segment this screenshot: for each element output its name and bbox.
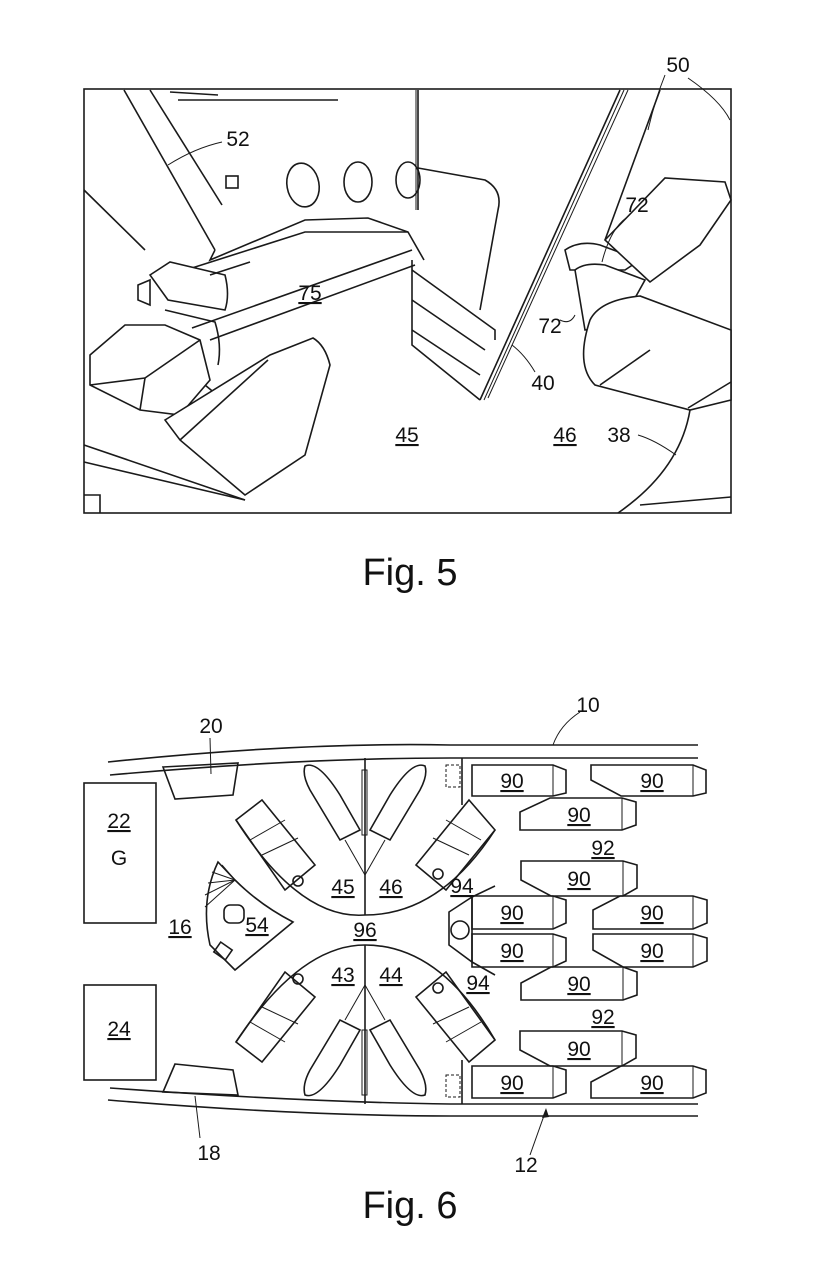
seat-90: 90 — [471, 764, 567, 797]
fig5-left-wall — [83, 89, 338, 513]
label-92: 92 — [591, 837, 614, 860]
fig6-fuselage — [107, 743, 698, 1117]
fig5-switch — [225, 175, 239, 189]
label-92: 92 — [591, 1006, 614, 1029]
label-72: 72 — [538, 315, 561, 338]
seat-90: 90 — [519, 797, 637, 831]
figure-6: 90 90 90 92 90 90 — [83, 694, 708, 1227]
galley-22 — [83, 782, 157, 924]
label-galley-g: G — [111, 847, 127, 870]
label-45: 45 — [331, 876, 354, 899]
label-72: 72 — [625, 194, 648, 217]
fig5-partition — [411, 89, 629, 401]
stair-54 — [204, 860, 295, 972]
seat-90: 90 — [519, 1030, 637, 1067]
fig5-left-seat — [89, 261, 331, 496]
label-50: 50 — [666, 54, 689, 77]
fig5-leader-lines — [167, 74, 731, 456]
fig5-bed-75 — [191, 217, 425, 341]
label-18: 18 — [197, 1142, 220, 1165]
label-44: 44 — [379, 964, 403, 987]
window-icon — [395, 161, 421, 199]
figure-caption: Fig. 6 — [362, 1185, 457, 1227]
label-90: 90 — [567, 973, 590, 996]
seat-90: 90 — [471, 1065, 567, 1099]
label-90: 90 — [500, 902, 523, 925]
seat-90: 90 — [590, 1065, 707, 1099]
label-90: 90 — [567, 868, 590, 891]
closet-20 — [161, 762, 239, 800]
seat-90: 90 — [590, 764, 707, 797]
suite-43-44 — [234, 944, 497, 1104]
window-icon — [285, 162, 321, 208]
window-icon — [343, 161, 373, 203]
figure-5: 50 52 72 72 75 40 45 46 38 Fig. 5 — [83, 54, 732, 594]
label-94: 94 — [466, 972, 490, 995]
label-96: 96 — [353, 919, 376, 942]
label-54: 54 — [245, 914, 269, 937]
seat-90: 90 — [471, 895, 567, 930]
label-16: 16 — [168, 916, 191, 939]
label-94: 94 — [450, 875, 474, 898]
label-38: 38 — [607, 424, 630, 447]
fig5-frame — [83, 88, 732, 514]
fig5-floor-arc-38 — [617, 409, 691, 514]
label-90: 90 — [500, 1072, 523, 1095]
suite-45-46 — [234, 758, 497, 916]
label-22: 22 — [107, 810, 130, 833]
label-75: 75 — [298, 282, 321, 305]
label-90: 90 — [500, 940, 523, 963]
seat-90: 90 — [520, 860, 638, 897]
label-46: 46 — [379, 876, 402, 899]
label-90: 90 — [640, 770, 663, 793]
fig6-dashed-box — [445, 1074, 461, 1098]
fig6-leader-lines — [194, 711, 581, 1156]
label-24: 24 — [107, 1018, 131, 1041]
label-20: 20 — [199, 715, 222, 738]
label-90: 90 — [567, 1038, 590, 1061]
fig5-right-seats — [564, 89, 732, 411]
fig6-dashed-box — [445, 764, 461, 788]
label-12: 12 — [514, 1154, 537, 1177]
label-43: 43 — [331, 964, 354, 987]
fig5-windows — [285, 161, 421, 208]
seat-90: 90 — [592, 933, 708, 968]
label-10: 10 — [576, 694, 599, 717]
label-90: 90 — [500, 770, 523, 793]
seat-90: 90 — [592, 895, 708, 930]
seat-90: 90 — [520, 966, 638, 1001]
economy-seats: 90 90 90 92 90 90 — [471, 764, 708, 1099]
closet-18 — [161, 1063, 239, 1096]
label-40: 40 — [531, 372, 554, 395]
label-90: 90 — [640, 940, 663, 963]
label-52: 52 — [226, 128, 249, 151]
lavatory-24 — [83, 984, 157, 1081]
label-45: 45 — [395, 424, 418, 447]
figure-caption: Fig. 5 — [362, 552, 457, 594]
label-90: 90 — [640, 1072, 663, 1095]
label-90: 90 — [567, 804, 590, 827]
label-90: 90 — [640, 902, 663, 925]
seat-90: 90 — [471, 933, 567, 968]
label-46: 46 — [553, 424, 576, 447]
